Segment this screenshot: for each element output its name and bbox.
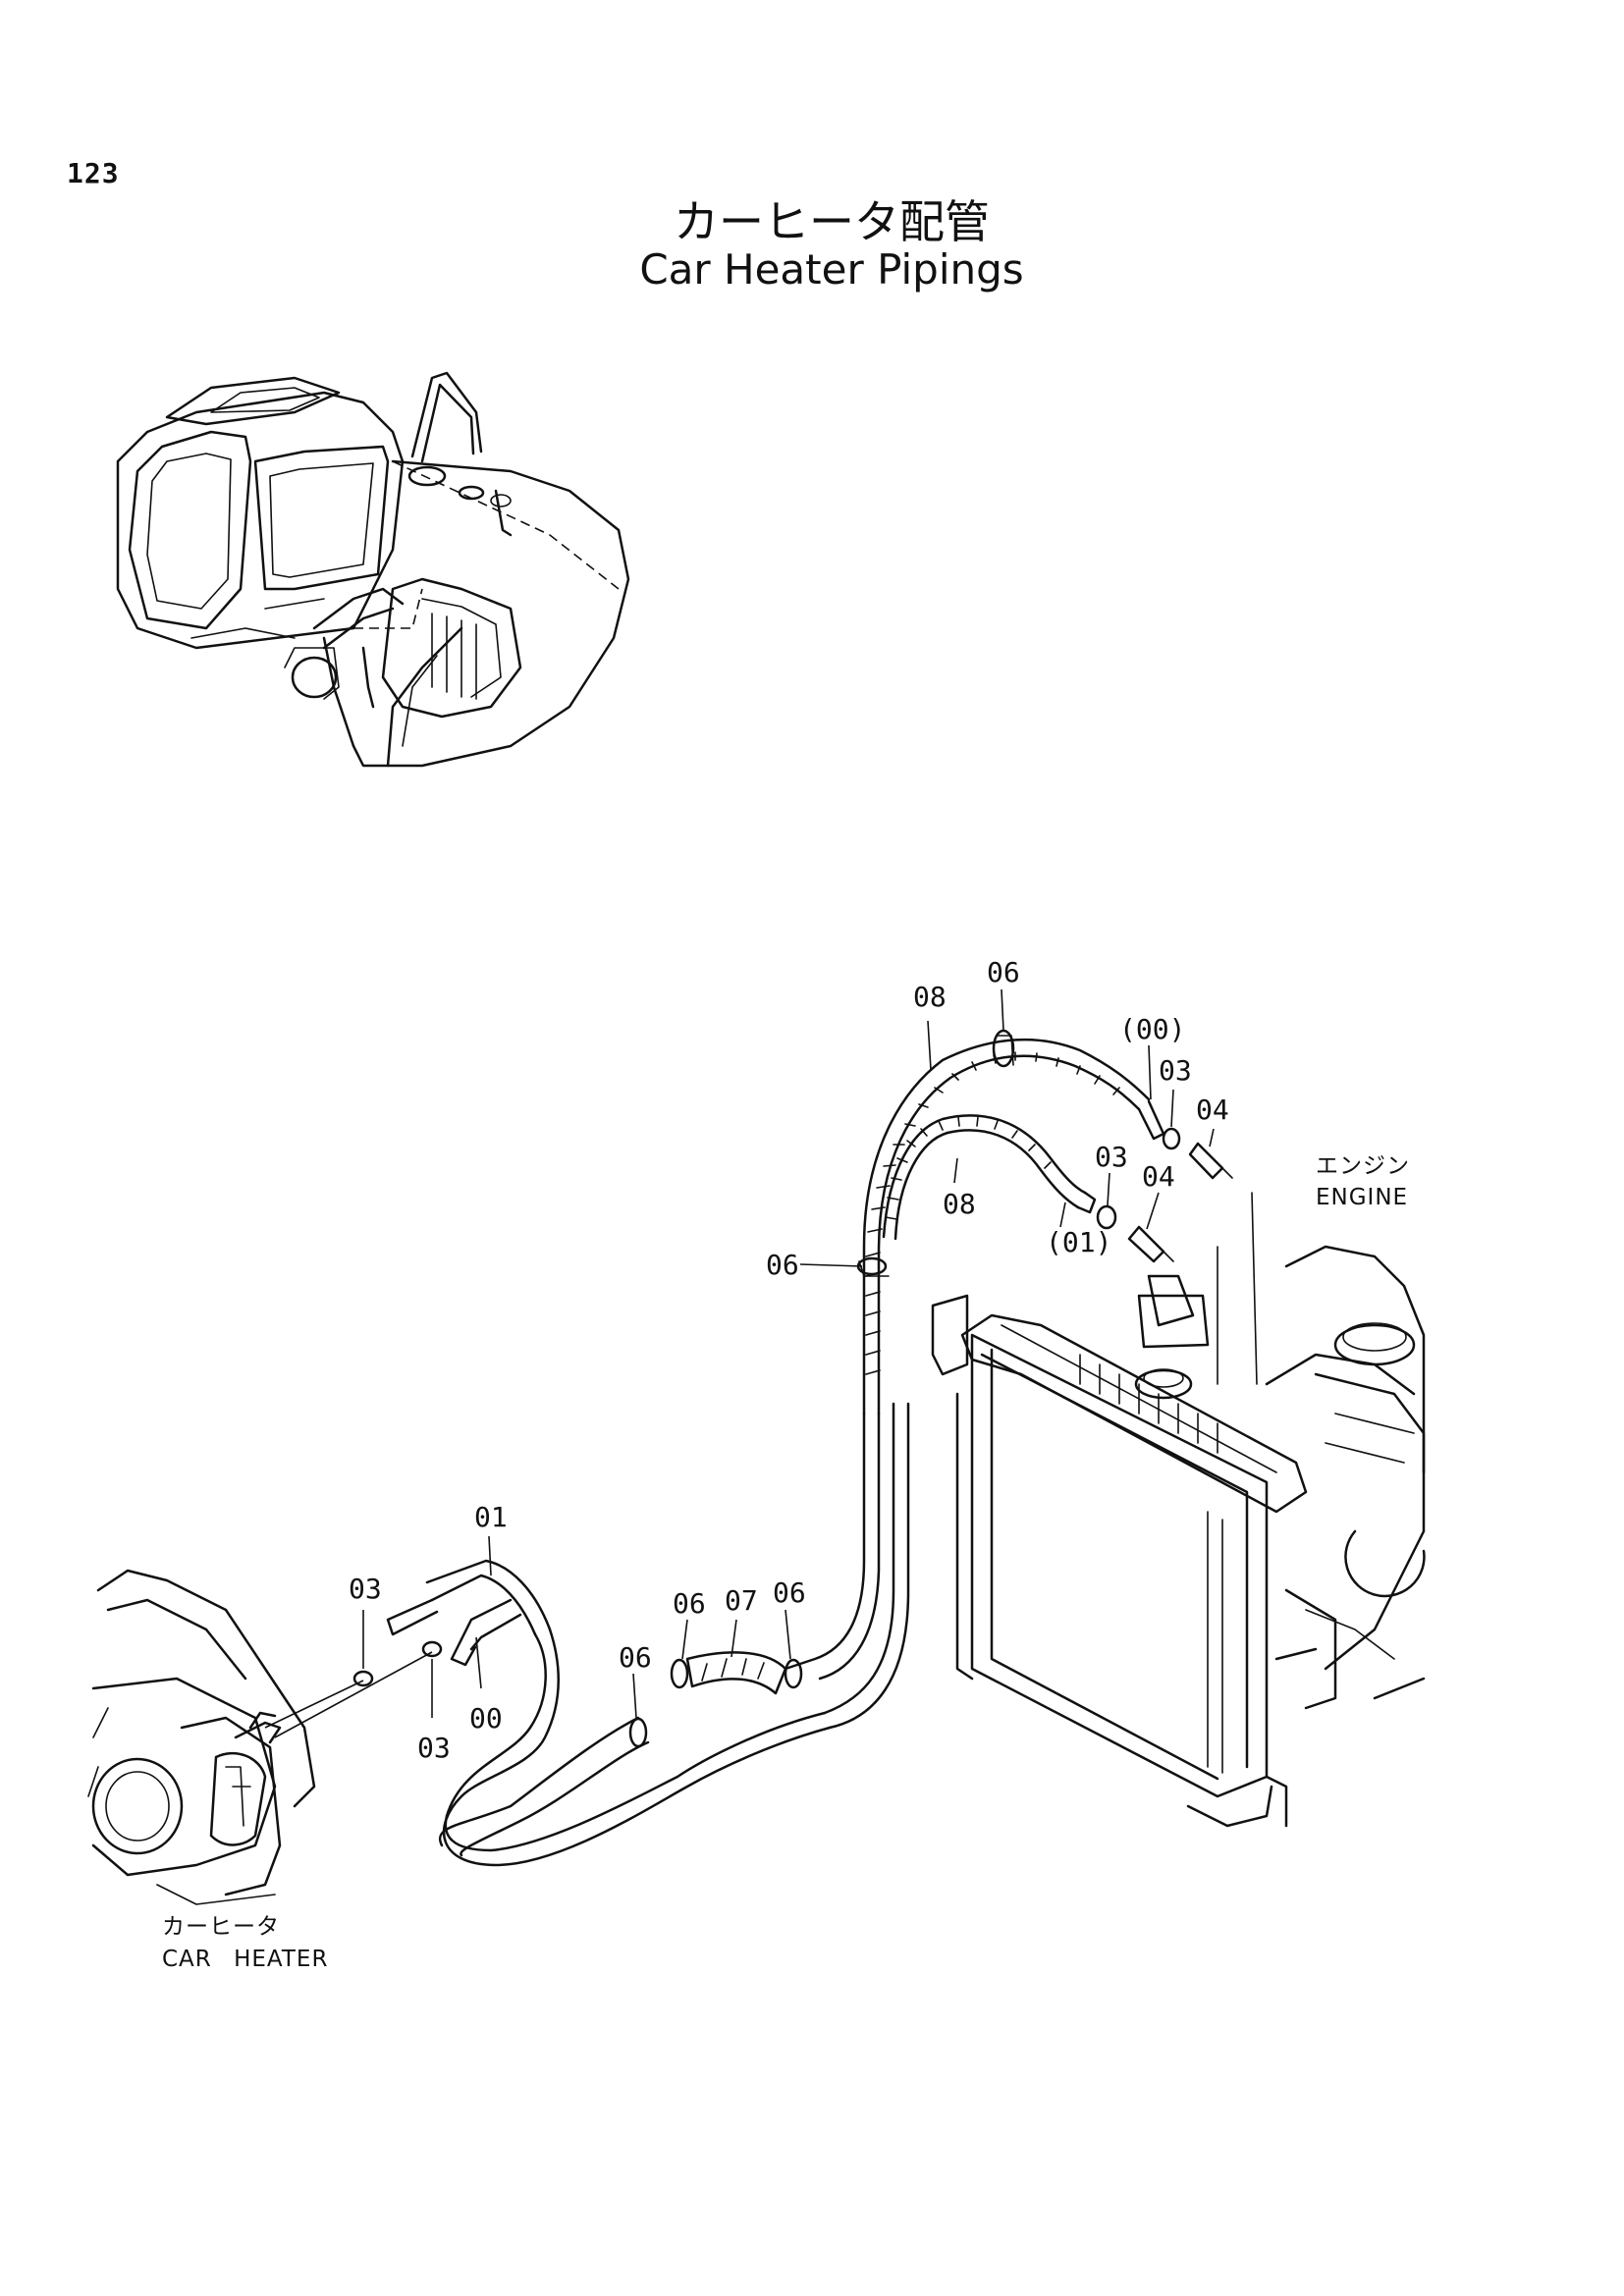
engine-label-english: ENGINE — [1316, 1185, 1408, 1210]
engine-label-japanese: エンジン — [1316, 1153, 1410, 1179]
car-heater-label-japanese: カーヒータ — [162, 1914, 280, 1940]
callout-00-top: (00) — [1119, 1013, 1185, 1045]
callout-01-mid: (01) — [1046, 1226, 1111, 1258]
page-title-japanese: カーヒータ配管 — [674, 195, 990, 248]
lower-hose-assembly — [352, 1402, 910, 1867]
callout-03-top: 03 — [1159, 1054, 1192, 1087]
callout-00-low: 00 — [469, 1702, 503, 1735]
callout-06-left: 06 — [766, 1249, 799, 1281]
callout-06-top: 06 — [987, 956, 1020, 988]
upper-hose-assembly — [856, 1029, 1233, 1415]
callout-06-b: 06 — [673, 1587, 706, 1620]
callout-03-mid: 03 — [1095, 1141, 1128, 1173]
callout-03-low-2: 03 — [417, 1732, 451, 1764]
callout-07: 07 — [725, 1584, 758, 1617]
car-heater-illustration — [87, 1569, 433, 1905]
callout-labels: 06 08 (00) 03 04 03 04 08 (01) 06 01 03 … — [349, 956, 1229, 1764]
callout-04-mid: 04 — [1142, 1160, 1175, 1193]
radiator-engine-illustration — [931, 1192, 1426, 1828]
callout-06-a: 06 — [619, 1641, 652, 1674]
callout-08-top: 08 — [913, 981, 947, 1013]
callout-leaders — [362, 988, 1215, 1719]
excavator-overview-illustration — [116, 371, 630, 768]
car-heater-label-english: CAR HEATER — [162, 1947, 328, 1972]
page-title-english: Car Heater Pipings — [639, 245, 1024, 294]
callout-03-low: 03 — [349, 1573, 382, 1605]
callout-06-c: 06 — [773, 1576, 806, 1609]
callout-01-low: 01 — [474, 1501, 508, 1533]
callout-08-mid: 08 — [943, 1188, 976, 1220]
page-number: 123 — [67, 157, 120, 189]
callout-04-top: 04 — [1196, 1094, 1229, 1126]
caption-labels: エンジン ENGINE カーヒータ CAR HEATER — [162, 1153, 1410, 1972]
